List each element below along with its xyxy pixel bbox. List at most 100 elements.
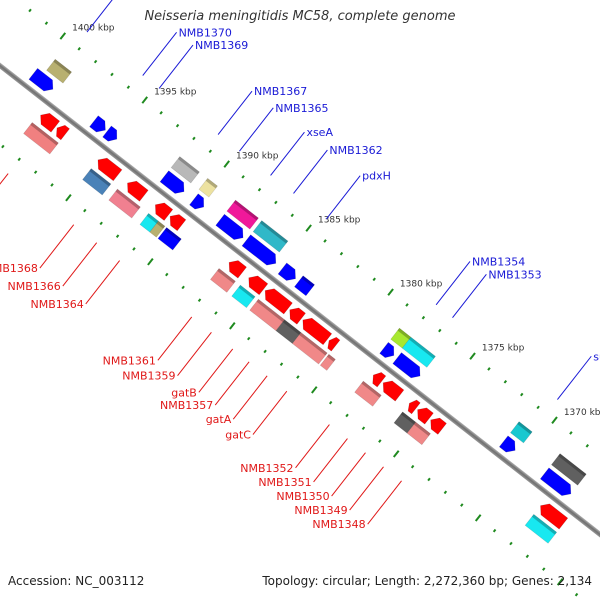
- minor-tick: [345, 413, 349, 418]
- major-tick: [65, 193, 72, 202]
- feature-rev-shade: [146, 213, 159, 224]
- gene-label: NMB1353: [488, 268, 541, 281]
- scale-label: 1395 kbp: [154, 88, 197, 98]
- gene-label: NMB1368: [0, 262, 38, 275]
- feature-rev-shade: [115, 189, 141, 210]
- minor-tick: [405, 303, 409, 307]
- feature-fwd-shade: [205, 178, 218, 189]
- map-title: Neisseria meningitidis MC58, complete ge…: [144, 9, 456, 24]
- feature-fwd-shade: [53, 59, 72, 75]
- cds-rev-arrow: [40, 112, 61, 133]
- feature-fwd-shade: [259, 220, 288, 244]
- minor-tick: [274, 200, 278, 205]
- minor-tick: [115, 234, 120, 238]
- minor-tick: [536, 405, 540, 410]
- feature-rev: [231, 284, 256, 309]
- major-tick: [311, 386, 318, 394]
- cds-rev-arrow: [407, 399, 421, 415]
- scale-label: 1370 kbp: [564, 408, 600, 418]
- leader-line: [158, 44, 194, 89]
- gene-label: NMB1349: [294, 504, 347, 517]
- leader-line: [270, 131, 305, 176]
- minor-tick: [33, 170, 38, 174]
- leader-line: [0, 173, 9, 185]
- feature-rev: [82, 168, 112, 196]
- gene-label: NMB1364: [30, 298, 83, 311]
- minor-tick: [525, 554, 530, 559]
- minor-tick: [44, 21, 49, 25]
- feature-rev: [157, 227, 182, 251]
- feature-rev-shade: [327, 354, 336, 362]
- gene-label: NMB1354: [472, 255, 525, 268]
- feature-fwd: [170, 156, 200, 184]
- major-tick: [305, 224, 312, 232]
- cds-rev-arrow: [56, 124, 70, 141]
- minor-tick: [492, 528, 497, 533]
- feature-rev: [210, 268, 236, 293]
- feature-fwd-shade: [517, 421, 533, 435]
- feature-fwd: [252, 220, 289, 253]
- scale-label: 1400 kbp: [72, 24, 115, 34]
- minor-tick: [192, 136, 196, 141]
- leader-line: [86, 0, 113, 33]
- minor-tick: [378, 439, 382, 443]
- leader-line: [293, 149, 328, 194]
- leader-line: [313, 438, 348, 483]
- feature-rev-shade: [299, 332, 328, 356]
- feature-rev-shade: [413, 422, 431, 437]
- major-tick: [147, 258, 154, 266]
- major-tick: [551, 416, 558, 424]
- minor-tick: [132, 247, 136, 251]
- cds-fwd-arrow: [539, 467, 572, 497]
- gene-label: NMB1359: [122, 370, 175, 383]
- minor-tick: [159, 111, 163, 115]
- feature-rev-shade: [531, 514, 557, 535]
- scale-label: 1385 kbp: [318, 216, 361, 226]
- leader-line: [252, 390, 288, 435]
- cds-rev-arrow: [228, 260, 247, 279]
- cds-rev-arrow: [302, 317, 333, 346]
- minor-tick: [460, 503, 464, 507]
- feature-fwd: [226, 199, 259, 230]
- minor-tick: [574, 592, 579, 597]
- minor-tick: [372, 277, 376, 282]
- cds-fwd-arrow: [241, 234, 277, 266]
- minor-tick: [339, 251, 344, 256]
- minor-tick: [569, 431, 573, 435]
- minor-tick: [509, 541, 513, 546]
- minor-tick: [99, 221, 103, 226]
- cds-fwd-arrow: [215, 213, 244, 240]
- gene-label: NMB1366: [8, 280, 61, 293]
- gene-label: xseA: [306, 126, 333, 139]
- cds-rev-arrow: [372, 372, 387, 388]
- minor-tick: [361, 426, 366, 431]
- cds-fwd-arrow: [159, 170, 185, 194]
- gene-label: gatA: [206, 413, 232, 426]
- major-tick: [387, 288, 394, 296]
- major-tick: [141, 96, 149, 104]
- gene-label: NMB1351: [258, 476, 311, 489]
- cds-rev-arrow: [248, 275, 269, 296]
- minor-tick: [520, 392, 524, 397]
- leader-line: [239, 107, 274, 152]
- scale-label: 1380 kbp: [400, 280, 443, 290]
- feature-fwd: [46, 58, 73, 84]
- leader-line: [62, 242, 98, 287]
- feature-rev: [23, 122, 59, 155]
- major-tick: [469, 352, 476, 360]
- gene-label: NMB1357: [160, 399, 213, 412]
- major-tick: [556, 578, 564, 586]
- minor-tick: [1, 144, 5, 149]
- feature-rev-shade: [256, 299, 285, 323]
- minor-tick: [175, 123, 180, 128]
- feature-rev-shade: [89, 168, 111, 187]
- leader-line: [452, 273, 487, 318]
- minor-tick: [50, 183, 54, 187]
- minor-tick: [296, 375, 300, 379]
- minor-tick: [110, 72, 114, 77]
- gene-label: gatC: [225, 429, 251, 442]
- minor-tick: [17, 157, 21, 162]
- leader-line: [157, 316, 193, 361]
- feature-rev: [149, 220, 166, 238]
